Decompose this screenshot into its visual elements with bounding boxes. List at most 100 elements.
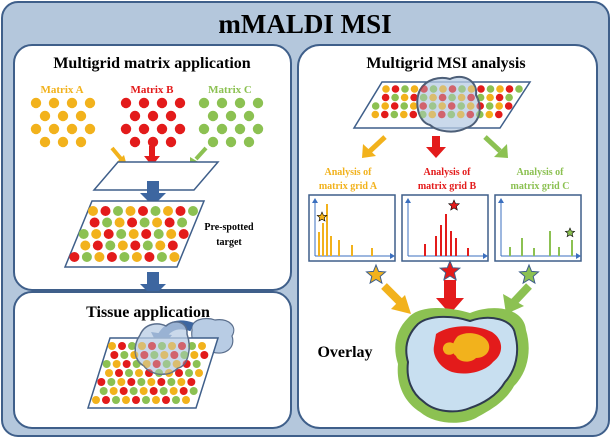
pre-spotted-dot	[116, 229, 127, 239]
matrix-a-dot	[66, 123, 78, 135]
matrix-c-dot	[234, 97, 246, 109]
pre-spotted-label-2: target	[216, 237, 242, 248]
matrix-a-dot	[84, 123, 96, 135]
matrix-b-dot	[174, 97, 186, 109]
matrix-c-dots	[198, 97, 264, 148]
tissue-dot	[152, 360, 161, 368]
spectrum-a-y-axis-head	[312, 198, 318, 203]
msi-plate-dot	[410, 85, 419, 93]
plate-dot	[167, 378, 176, 386]
analysis-a-arrow-head	[362, 144, 376, 158]
plate-dot	[108, 342, 116, 350]
pre-spotted-dot	[167, 240, 178, 251]
msi-tissue-dot	[448, 93, 456, 102]
matrix-a-label: Matrix A	[40, 84, 83, 96]
matrix-a-dot	[75, 110, 87, 122]
plate-dot	[102, 360, 111, 368]
pre-spotted-dot	[69, 252, 80, 262]
pre-spotted-dot	[152, 217, 163, 228]
spectrum-c	[494, 194, 582, 262]
tissue-dot	[138, 342, 146, 350]
msi-tissue-dot	[458, 85, 466, 93]
pre-spotted-dot	[178, 229, 189, 239]
matrix-b-dot	[165, 110, 177, 122]
matrix-c-dot	[252, 97, 264, 109]
msi-plate-dot	[382, 85, 390, 93]
msi-tissue-dot	[429, 93, 437, 102]
analysis-b-arrow	[432, 136, 440, 147]
analysis-b-label-1: Analysis of	[424, 167, 472, 178]
plate-dot	[115, 369, 123, 377]
plate-dot	[175, 369, 183, 377]
matrix-a-dot	[30, 97, 42, 109]
pre-spotted-dot	[163, 206, 173, 216]
msi-plate-dot	[391, 93, 399, 102]
msi-analysis-title: Multigrid MSI analysis	[366, 55, 525, 72]
plate-dot	[117, 378, 126, 386]
tissue-dot	[178, 342, 186, 350]
overlay-yellow-spot	[442, 342, 457, 355]
main-title: mMALDI MSI	[218, 9, 391, 39]
plate-dot	[129, 387, 138, 395]
msi-plate-dot	[371, 102, 380, 110]
tissue-dot	[150, 351, 159, 359]
pre-spotted-dot	[142, 240, 153, 251]
msi-tissue-dot	[419, 93, 428, 102]
plate-dot	[169, 387, 178, 395]
matrix-b-dot	[156, 97, 168, 109]
matrix-b-dot	[120, 123, 132, 135]
pre-spotted-dot	[103, 229, 114, 239]
msi-tissue-dot	[429, 85, 438, 93]
msi-plate-dot	[485, 110, 494, 119]
msi-plate-dot	[380, 110, 389, 119]
matrix-c-dot	[225, 110, 237, 122]
msi-tissue-dot	[475, 110, 480, 119]
pre-spotted-dot	[100, 206, 111, 216]
msi-tissue-dot	[420, 85, 428, 93]
plate-dot	[200, 351, 209, 359]
plate-down-arrow	[147, 181, 159, 193]
pre-spotted-dot	[114, 217, 125, 228]
msi-tissue-dot	[457, 93, 466, 102]
plate-dot	[192, 360, 201, 368]
plate-dot	[109, 387, 118, 395]
msi-tissue-dot	[466, 110, 475, 119]
overlay-yellow-region	[452, 333, 490, 362]
spectrum-a	[308, 194, 396, 262]
spectrum-c-peaks	[509, 231, 573, 256]
plate-dot	[187, 378, 196, 386]
msi-plate-dot	[494, 110, 503, 119]
matrix-c-dot	[198, 97, 210, 109]
matrix-b-dot	[165, 136, 177, 148]
pre-spotted-dot	[144, 252, 155, 262]
plate-dot	[147, 378, 156, 386]
matrix-b-dots	[120, 97, 186, 148]
matrix-b-dot	[156, 123, 168, 135]
plate-dot	[139, 387, 148, 395]
spectrum-a-peaks	[318, 204, 373, 256]
plate-dot	[157, 378, 166, 386]
msi-tissue-dot	[447, 110, 456, 119]
msi-plate-dot	[505, 93, 513, 102]
tissue-dot	[158, 342, 166, 350]
plate-dot	[162, 396, 170, 404]
tissue-dot	[148, 342, 156, 350]
tissue-dot	[155, 369, 163, 375]
matrix-b-dot	[120, 97, 132, 109]
plate-dot	[107, 378, 116, 386]
pre-spotted-dot	[156, 252, 167, 262]
pre-spotted-dot	[130, 240, 141, 251]
msi-plate-dot	[495, 102, 503, 110]
tissue-on-plate	[134, 321, 190, 375]
matrix-b-dot	[147, 110, 159, 122]
msi-tissue-dot	[467, 93, 475, 102]
msi-tissue	[416, 75, 481, 133]
matrix-c-label: Matrix C	[208, 84, 252, 96]
msi-plate-dot	[486, 93, 494, 102]
pre-spotted-dot	[175, 206, 186, 216]
pre-spotted-dot	[81, 252, 92, 262]
plate-dot	[179, 387, 188, 395]
matrix-b-dot	[147, 136, 159, 148]
pre-spotted-dot	[188, 206, 198, 216]
